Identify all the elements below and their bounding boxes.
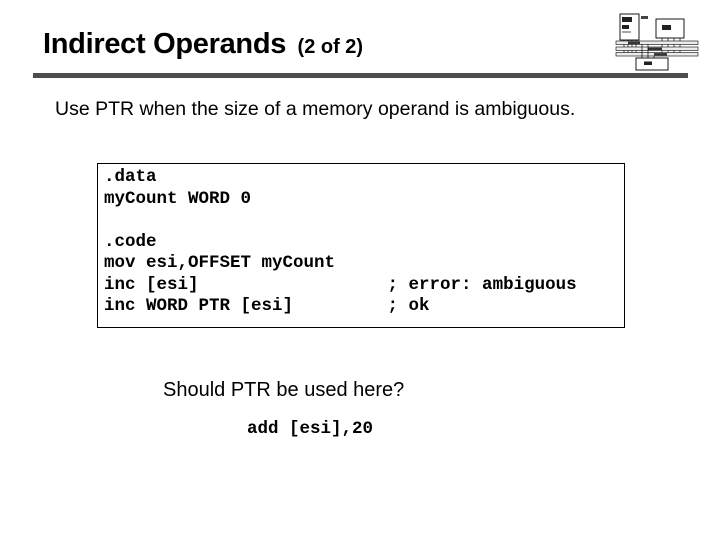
page-title: Indirect Operands <box>43 28 287 60</box>
title-row: Indirect Operands (2 of 2) <box>43 28 363 61</box>
title-rule <box>33 73 688 78</box>
code-example-box: .data myCount WORD 0 .code mov esi,OFFSE… <box>97 163 625 328</box>
footer-code-text: add [esi],20 <box>247 419 374 439</box>
subtitle-text: Use PTR when the size of a memory operan… <box>55 98 576 120</box>
code-example-text: .data myCount WORD 0 .code mov esi,OFFSE… <box>104 167 577 316</box>
page-title-suffix: (2 of 2) <box>297 36 364 58</box>
computer-architecture-icon <box>615 13 699 71</box>
question-text: Should PTR be used here? <box>163 379 405 401</box>
